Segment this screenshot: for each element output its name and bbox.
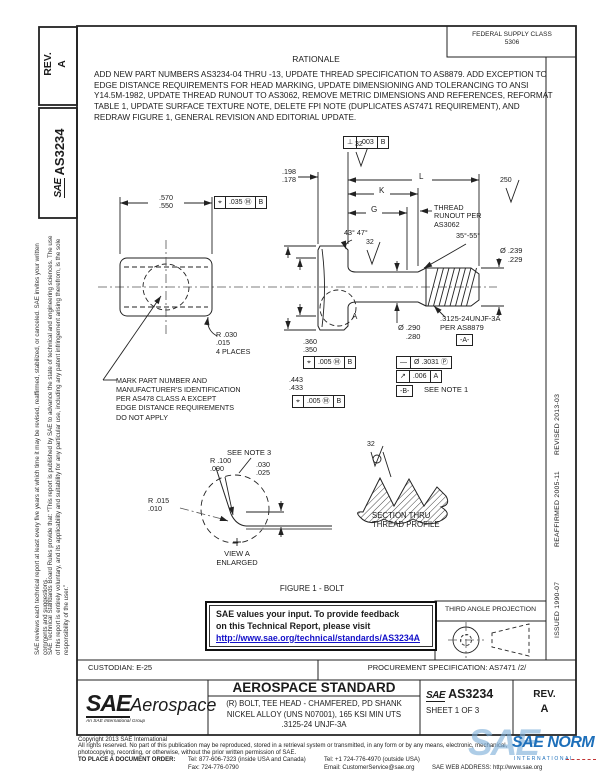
fcf-perpendicularity: ⊥ .003 B [343,136,390,149]
figure-caption: FIGURE 1 - BOLT [279,584,345,593]
sidebar-doc-number: AS3234 [51,128,67,176]
rationale-title: RATIONALE [292,54,340,64]
reaffirmed-date: REAFFIRMED 2005-11 [554,471,561,547]
feedback-line-1: SAE values your input. To provide feedba… [216,609,400,619]
dim-443: .443 .433 [289,375,303,393]
fcf-circular-runout: ↗ .006 A [396,370,443,383]
runout-angle: 35°-55° [456,231,481,240]
view-a-label: VIEW A ENLARGED [216,549,258,567]
finish-32-b: 32 [366,239,374,246]
revised-date: REVISED 2013-03 [554,393,561,455]
detail-a-letter: A [352,312,358,321]
dim-length-K: K [379,186,385,195]
rights-statement: All rights reserved. No part of this pub… [78,743,508,757]
see-note-3: SEE NOTE 3 [227,448,272,457]
fcf-position-035: ⌖ .035 Ⓜ B [214,196,268,209]
web-address: SAE WEB ADDRESS: http://www.sae.org [432,765,543,771]
position-icon: ⌖ [307,359,311,366]
sae-aerospace-logo: SAEAerospace An SAE International Group [86,690,217,724]
position-icon: ⌖ [218,199,222,206]
rev-label: REV. [533,689,556,700]
finish-250: 250 [500,177,512,184]
order-label: TO PLACE A DOCUMENT ORDER: [78,757,176,763]
email-address: Email: CustomerService@sae.org [324,765,415,771]
sidebar-rev-badge: REV. A [42,52,68,76]
dia-thread-dim: Ø .239 .229 [500,246,523,264]
fcf-position-005-b: ⌖ .005 Ⓜ B [292,395,346,408]
doc-number: AS3234 [448,687,494,701]
phone-inside-usa: Tel: 877-606-7323 (inside USA and Canada… [188,757,306,763]
sae-logo: SAE [53,178,65,198]
third-angle-projection-label: THIRD ANGLE PROJECTION [444,606,536,613]
sheet-number: SHEET 1 OF 3 [426,706,480,715]
feedback-box: SAE values your input. To provide feedba… [205,601,437,651]
radius-note-4places: R .030 .015 4 PLACES [216,330,251,356]
straightness-icon: — [400,359,407,366]
runout-icon: ↗ [400,373,406,380]
dim-570: .570 .550 [159,193,173,211]
see-note-1: SEE NOTE 1 [424,385,469,394]
copyright-line: Copyright 2013 SAE International [78,737,168,743]
datum-a-flag: -A- [456,334,474,346]
feedback-url-link[interactable]: http://www.sae.org/technical/standards/A… [216,632,421,643]
dim-360: .360 .350 [303,337,317,355]
logo-subtext: An SAE International Group [86,719,146,724]
head-angle: 43° 47° [344,228,368,237]
procurement-specification: PROCUREMENT SPECIFICATION: AS7471 /2/ [367,663,527,672]
left-margin-disclaimer-2: SAE reviews each technical report at lea… [34,243,49,655]
marking-note: MARK PART NUMBER AND MANUFACTURER'S IDEN… [116,376,241,422]
section-label: SECTION THRU THREAD PROFILE [372,511,440,530]
radius-015: R .015 .010 [148,496,170,514]
finish-32-a: 32 [355,141,363,148]
document-title: (R) BOLT, TEE HEAD - CHAMFERED, PD SHANK… [226,699,402,730]
rev-value: A [540,703,549,715]
thread-runout-note: THREAD RUNOUT PER AS3062 [434,203,482,229]
dim-length-G: G [371,205,378,214]
issued-date: ISSUED 1990-07 [554,581,561,638]
feedback-line-2: on this Technical Report, please visit [216,620,371,631]
radius-100: R .100 .090 [210,456,232,474]
custodian: CUSTODIAN: E-25 [88,663,153,672]
finish-32-section: 32 [367,441,375,448]
datum-b-flag: -B- [396,385,414,397]
dim-head-thickness: .198 .178 [282,167,296,185]
fax-number: Fax: 724-776-0790 [188,765,239,771]
position-icon: ⌖ [296,398,300,405]
dia-shank-dim: Ø .290 .280 [398,323,421,341]
diameter-icon: Ø [398,323,404,332]
sae-logo: SAE [426,690,446,702]
doc-number-cell: SAE AS3234 [426,687,493,702]
perpendicularity-icon: ⊥ [347,139,354,146]
diameter-icon: Ø [500,246,506,255]
dim-chamfer-030: .030 .025 [256,460,270,478]
rationale-text: ADD NEW PART NUMBERS AS3234-04 THRU -13,… [94,70,553,122]
aerospace-standard-title: AEROSPACE STANDARD [232,680,396,695]
thread-callout: .3125-24UNJF-3A PER AS8879 [440,314,501,332]
fcf-position-005-a: ⌖ .005 Ⓜ B [303,356,357,369]
phone-outside-usa: Tel: +1 724-776-4970 (outside USA) [324,757,420,763]
fcf-straightness: — Ø .3031 Ⓟ [396,356,452,369]
federal-supply-class: FEDERAL SUPPLY CLASS 5306 [472,31,552,46]
dim-length-L: L [419,172,424,181]
